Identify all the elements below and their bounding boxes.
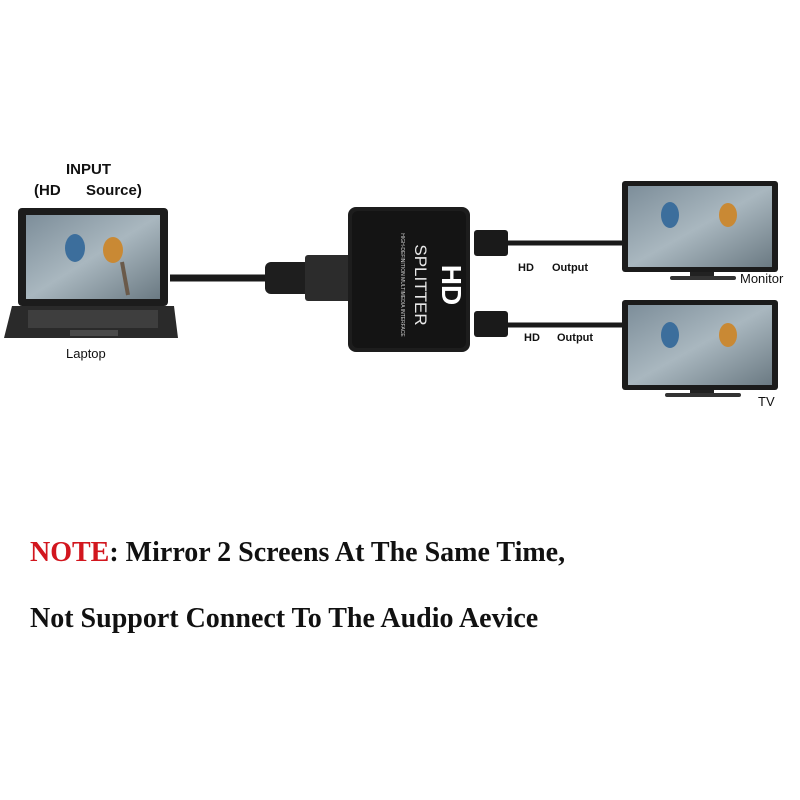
splitter-small-print: HIGH-DEFINITION MULTIMEDIA INTERFACE bbox=[399, 233, 405, 337]
splitter-name: SPLITTER bbox=[411, 244, 430, 325]
output-2-label: Output bbox=[557, 332, 594, 344]
tv-label: TV bbox=[758, 394, 775, 409]
laptop-label: Laptop bbox=[66, 346, 106, 361]
input-title: INPUT bbox=[66, 161, 111, 178]
note-line-1: NOTE: Mirror 2 Screens At The Same Time, bbox=[30, 537, 565, 569]
note-prefix: NOTE bbox=[30, 537, 110, 568]
monitor-label: Monitor bbox=[740, 271, 784, 286]
hdmi-input-plug-icon bbox=[265, 255, 355, 301]
input-subtitle-right: Source) bbox=[86, 182, 142, 199]
output-1-label: Output bbox=[552, 262, 589, 274]
output-1-hd: HD bbox=[518, 262, 534, 274]
output-2-hd: HD bbox=[524, 332, 540, 344]
tv-icon bbox=[622, 300, 778, 397]
laptop-icon bbox=[4, 208, 178, 338]
note-line-2: Not Support Connect To The Audio Aevice bbox=[30, 603, 539, 634]
cables bbox=[170, 240, 625, 328]
splitter-brand: HD bbox=[436, 265, 467, 305]
input-subtitle-left: (HD bbox=[34, 182, 61, 199]
monitor-icon bbox=[622, 181, 778, 280]
note-text-1: : Mirror 2 Screens At The Same Time, bbox=[109, 537, 566, 568]
splitter-box-icon bbox=[348, 207, 470, 352]
bird-image bbox=[65, 234, 130, 296]
hdmi-output-plug-icon bbox=[474, 230, 508, 337]
